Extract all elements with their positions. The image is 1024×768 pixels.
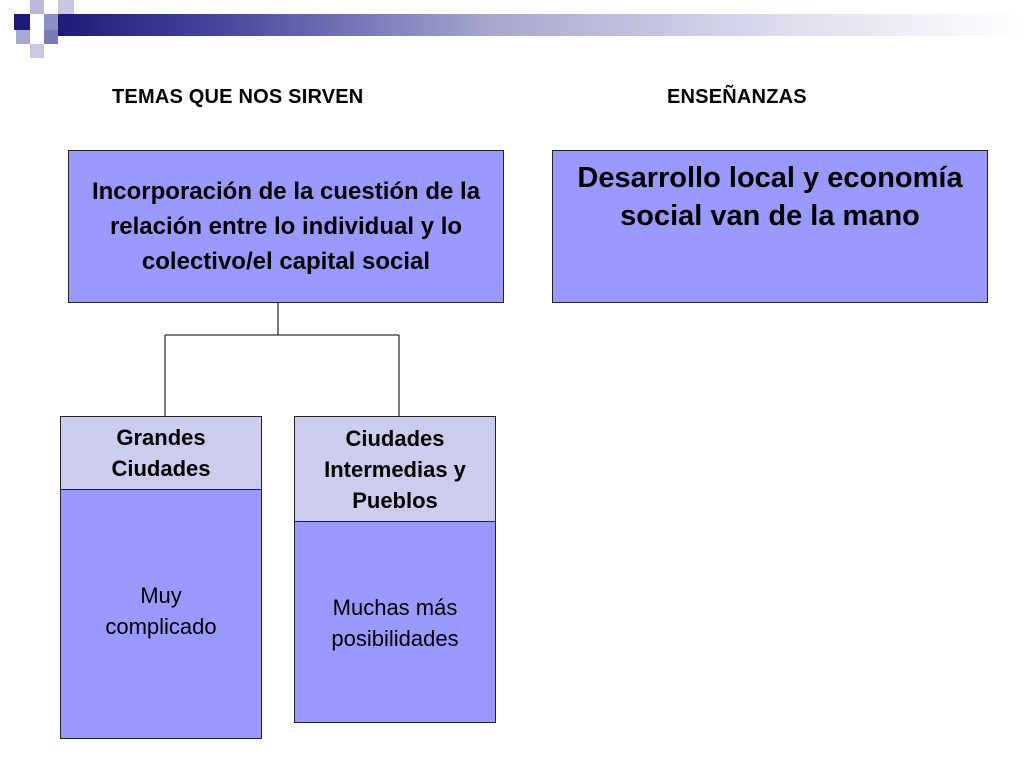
- child-header-intermediate-cities: Ciudades Intermedias y Pueblos: [294, 416, 496, 522]
- decoration-square: [44, 30, 58, 44]
- heading-right: ENSEÑANZAS: [667, 86, 807, 108]
- child-text-intermediate-cities: Muchas más posibilidades: [331, 595, 459, 651]
- child-body-large-cities: Muy complicado: [60, 490, 262, 739]
- child-body-intermediate-cities: Muchas más posibilidades: [294, 522, 496, 723]
- decoration-square: [30, 44, 44, 58]
- heading-left: TEMAS QUE NOS SIRVEN: [112, 86, 364, 108]
- lesson-box: Desarrollo local y economía social van d…: [552, 150, 988, 303]
- child-header-large-cities: Grandes Ciudades: [60, 416, 262, 490]
- main-topic-text: Incorporación de la cuestión de la relac…: [91, 178, 481, 275]
- main-topic-box: Incorporación de la cuestión de la relac…: [68, 150, 504, 303]
- header-band: [58, 14, 1024, 36]
- decoration-square: [14, 14, 30, 30]
- child-title-intermediate-cities: Ciudades Intermedias y Pueblos: [324, 425, 466, 513]
- child-title-large-cities: Grandes Ciudades: [111, 425, 211, 481]
- child-text-large-cities: Muy complicado: [105, 583, 217, 639]
- lesson-text: Desarrollo local y economía social van d…: [577, 162, 963, 232]
- decoration-square: [44, 14, 58, 30]
- decoration-square: [58, 0, 74, 14]
- decoration-square: [30, 0, 44, 14]
- corner-decoration: [0, 0, 80, 62]
- decoration-square: [16, 30, 30, 44]
